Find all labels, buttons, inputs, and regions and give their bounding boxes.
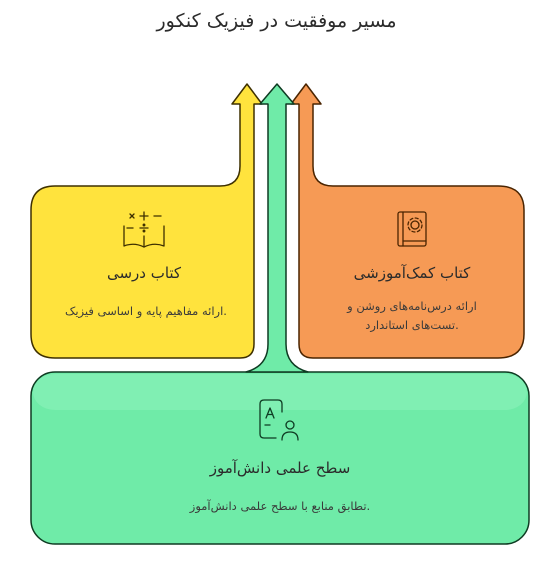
textbook-arrow [30,83,263,359]
supplementary-description-line1: ارائه درس‌نامه‌های روشن و [347,299,477,313]
supplementary-title: کتاب کمک‌آموزشی [353,264,471,282]
math-operations-book-icon [123,211,165,248]
page-title: مسیر موفقیت در فیزیک کنکور [156,10,397,32]
student-profile-icon [259,399,299,441]
textbook-title: کتاب درسی [106,264,182,282]
student-level-arrow [245,83,309,373]
student-level-block [30,371,530,545]
gear-book-icon [397,211,427,247]
student-level-title: سطح علمی دانش‌آموز [209,459,351,477]
supplementary-description-line2: .تست‌های استاندارد [365,318,459,332]
textbook-description: .ارائه مفاهیم پایه و اساسی فیزیک [65,304,227,318]
student-level-description: .تطابق منابع با سطح علمی دانش‌آموز [189,499,371,513]
supplementary-arrow [290,83,525,359]
